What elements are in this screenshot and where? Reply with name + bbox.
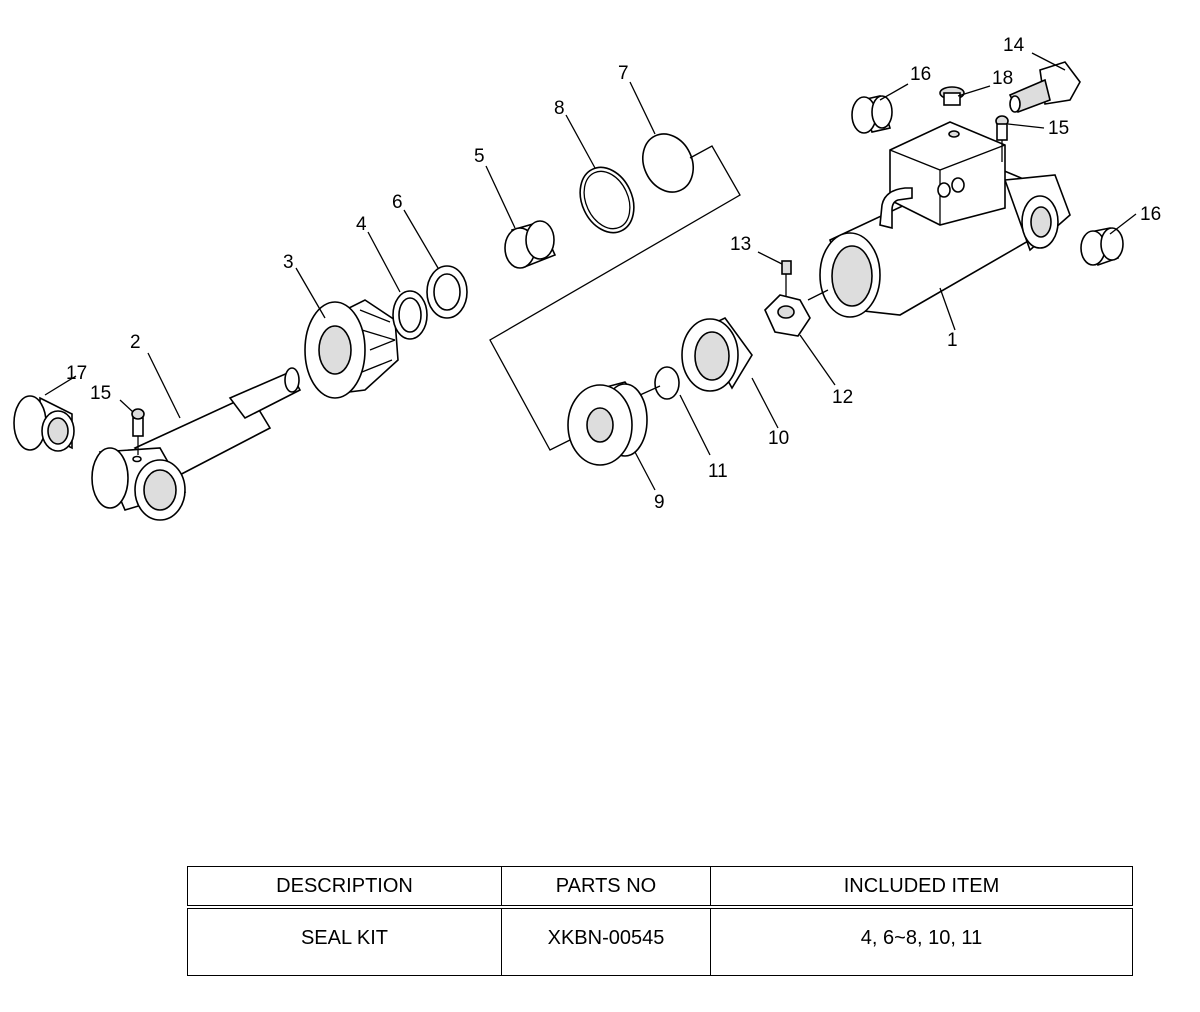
- callout-labels: 1 2 3 4 5 6 7 8 9 10 11 12 13 14 15 15 1…: [66, 35, 1161, 513]
- callout-14: 14: [1003, 35, 1025, 56]
- callout-9: 9: [654, 492, 665, 513]
- part-7-o-ring: [642, 133, 694, 193]
- callout-2: 2: [130, 332, 141, 353]
- callout-11: 11: [708, 461, 728, 482]
- part-15-grease-nipple: [131, 408, 145, 455]
- callout-8: 8: [554, 98, 565, 119]
- exploded-view-diagram: 1 2 3 4 5 6 7 8 9 10 11 12 13 14 15 15 1…: [13, 35, 1161, 521]
- callout-10: 10: [768, 428, 789, 449]
- part-12-nut: [764, 294, 811, 337]
- header-included-item: INCLUDED ITEM: [710, 866, 1133, 909]
- table-header-row: DESCRIPTION PARTS NO INCLUDED ITEM: [187, 866, 1133, 909]
- leader-lines: [44, 52, 1137, 491]
- part-10-ring: [681, 316, 753, 392]
- part-17-bushing: [13, 395, 75, 452]
- part-18-plug: [939, 86, 965, 106]
- group-bracket: [489, 145, 741, 451]
- part-5-bushing: [504, 220, 557, 269]
- callout-16-right: 16: [1140, 204, 1161, 225]
- part-9-piston: [567, 381, 648, 466]
- callout-15-right: 15: [1048, 118, 1069, 139]
- callout-15-left: 15: [90, 383, 111, 404]
- part-8-ring: [579, 166, 635, 234]
- part-11-o-ring: [654, 366, 680, 400]
- callout-16-top: 16: [910, 64, 931, 85]
- seal-kit-table: DESCRIPTION PARTS NO INCLUDED ITEM SEAL …: [187, 866, 1133, 976]
- callout-5: 5: [474, 146, 485, 167]
- callout-7: 7: [618, 63, 629, 84]
- cell-included-item: 4, 6~8, 10, 11: [710, 906, 1133, 976]
- callout-3: 3: [283, 252, 294, 273]
- part-1-cylinder-tube: [819, 121, 1071, 318]
- axis-line-rod: [369, 339, 396, 351]
- part-3-rod-cover: [304, 299, 399, 399]
- callout-17: 17: [66, 363, 87, 384]
- cell-description: SEAL KIT: [187, 906, 502, 976]
- callout-6: 6: [392, 192, 403, 213]
- callout-12: 12: [832, 387, 853, 408]
- table-row: SEAL KIT XKBN-00545 4, 6~8, 10, 11: [187, 906, 1133, 976]
- callout-4: 4: [356, 214, 367, 235]
- part-13-screw: [781, 260, 792, 296]
- header-parts-no: PARTS NO: [501, 866, 711, 909]
- part-16-bushing-top: [851, 95, 893, 134]
- part-14-valve: [1008, 61, 1081, 114]
- part-15-grease-nipple-right: [995, 115, 1009, 162]
- part-6-seal: [426, 265, 468, 319]
- callout-1: 1: [947, 330, 958, 351]
- cell-parts-no: XKBN-00545: [501, 906, 711, 976]
- callout-18: 18: [992, 68, 1013, 89]
- axis-line-tube: [807, 289, 829, 301]
- part-16-bushing-right: [1080, 227, 1124, 267]
- part-4-seal: [392, 290, 428, 340]
- part-2-piston-rod: [91, 367, 302, 521]
- header-description: DESCRIPTION: [187, 866, 502, 909]
- axis-line-piston: [639, 385, 661, 396]
- callout-13: 13: [730, 234, 751, 255]
